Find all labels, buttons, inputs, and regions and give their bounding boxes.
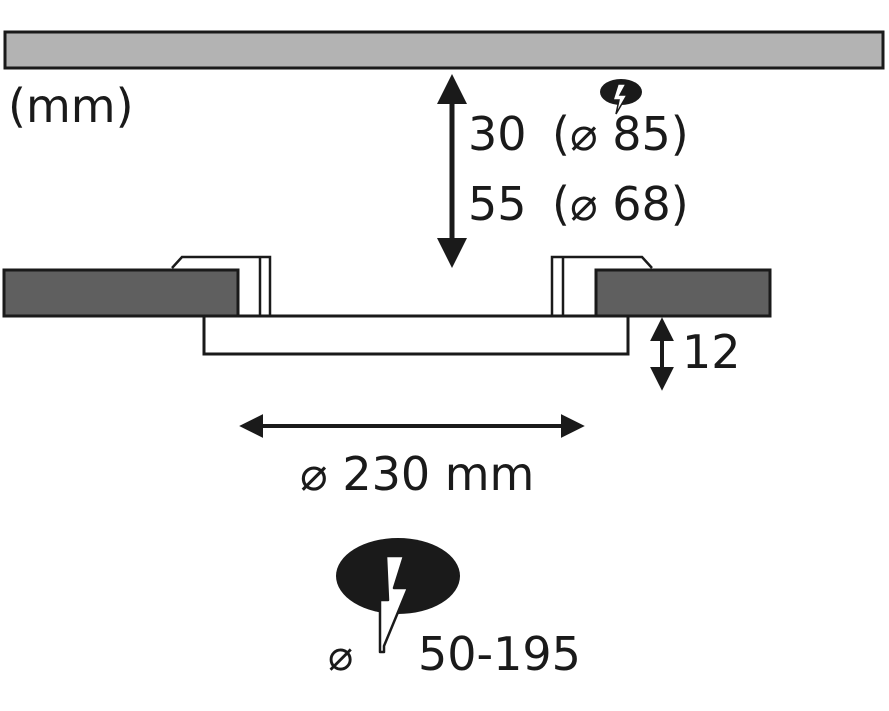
drill-hole-icon-large bbox=[336, 538, 460, 654]
unit-label: (mm) bbox=[8, 79, 134, 133]
cutout-label-1: (⌀ 85) bbox=[552, 107, 689, 161]
led-panel bbox=[202, 314, 630, 356]
panel-height-label: 12 bbox=[682, 325, 741, 379]
cutout-range-symbol: ⌀ bbox=[328, 631, 353, 680]
depth-label-2: 55 bbox=[468, 177, 527, 231]
cutout-label-2: (⌀ 68) bbox=[552, 177, 689, 231]
ceiling-slab bbox=[3, 30, 885, 70]
cutout-range-value: 50-195 bbox=[418, 627, 581, 681]
spring-clip-right bbox=[550, 255, 653, 316]
depth-label-1: 30 bbox=[468, 107, 527, 161]
spring-clip-left bbox=[171, 255, 272, 316]
drill-hole-icon bbox=[600, 79, 642, 115]
ceiling-board-right bbox=[594, 268, 772, 318]
panel-diameter-label: ⌀ 230 mm bbox=[300, 447, 534, 501]
ceiling-board-left bbox=[2, 268, 240, 318]
